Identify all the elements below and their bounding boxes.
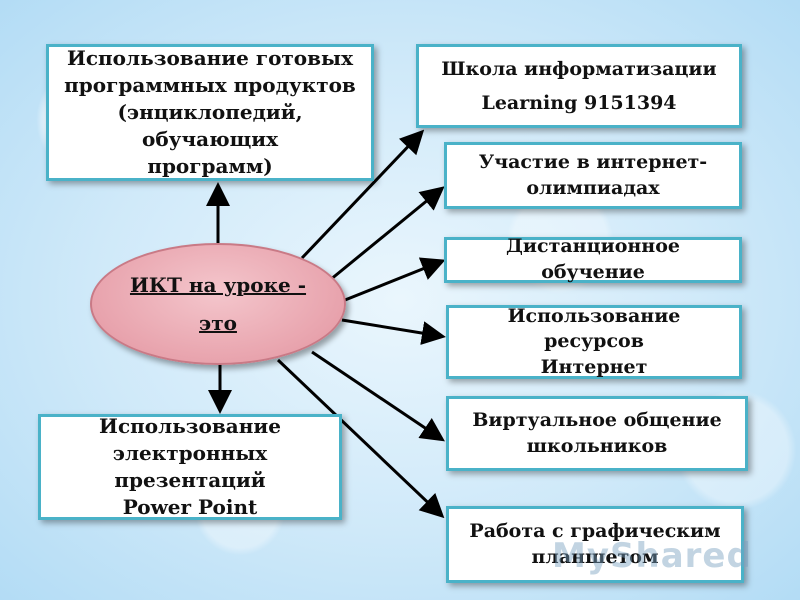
- box-electronic-presentations: Использование электронных презентаций Po…: [38, 414, 342, 520]
- box-virtual-communication: Виртуальное общение школьников: [446, 396, 748, 471]
- arrow-to-right-4: [341, 318, 446, 345]
- box-ready-software: Использование готовых программных продук…: [46, 44, 374, 181]
- arrow-to-right-2: [329, 186, 445, 282]
- arrow-to-right-3: [339, 257, 446, 304]
- center-subtitle: это: [199, 311, 237, 335]
- box-graphics-tablet: Работа с графическим планшетом: [446, 506, 744, 583]
- box-distance-learning: Дистанционное обучение: [444, 235, 742, 283]
- center-ellipse: ИКТ на уроке - это: [90, 243, 346, 365]
- center-title: ИКТ на уроке -: [129, 273, 307, 297]
- box-internet-resources: Использование ресурсов Интернет: [446, 305, 742, 379]
- box-informatization-school: Школа информатизации Learning 9151394: [416, 44, 742, 128]
- box-internet-olympiads: Участие в интернет- олимпиадах: [444, 142, 742, 209]
